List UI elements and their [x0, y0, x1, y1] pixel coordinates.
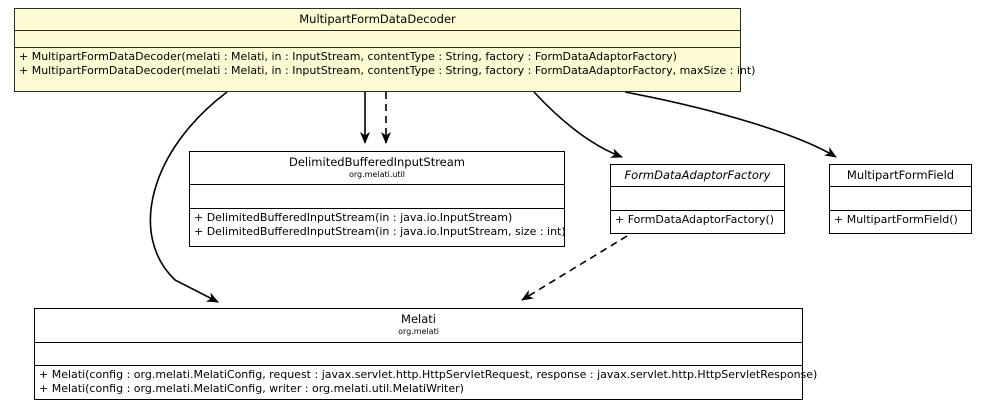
class-operation: + Melati(config : org.melati.MelatiConfi… [39, 368, 818, 381]
class-name: MultipartFormDataDecoder [299, 12, 456, 26]
class-header: Melati org.melati [35, 309, 802, 343]
class-box-multipart-form-data-decoder[interactable]: MultipartFormDataDecoder + MultipartForm… [14, 8, 756, 92]
class-header: FormDataAdaptorFactory [611, 165, 784, 187]
class-operations-compartment: + MultipartFormDataDecoder(melati : Mela… [15, 48, 756, 81]
class-box-melati[interactable]: Melati org.melati + Melati(config : org.… [34, 308, 818, 400]
class-operation: + Melati(config : org.melati.MelatiConfi… [39, 382, 464, 395]
class-operation: + DelimitedBufferedInputStream(in : java… [194, 225, 566, 238]
class-operation: + MultipartFormDataDecoder(melati : Mela… [19, 50, 677, 63]
class-operations-compartment: + FormDataAdaptorFactory() [611, 211, 784, 230]
edge-factory-to-melati-dashed [521, 235, 628, 301]
class-operation: + MultipartFormField() [834, 213, 958, 226]
class-attributes-compartment [35, 343, 802, 366]
edge-decoder-to-factory [533, 91, 623, 158]
class-name: FormDataAdaptorFactory [624, 168, 771, 182]
class-operation: + DelimitedBufferedInputStream(in : java… [194, 211, 513, 224]
class-operation: + MultipartFormDataDecoder(melati : Mela… [19, 64, 756, 77]
class-header: MultipartFormDataDecoder [15, 9, 740, 31]
class-attributes-compartment [190, 185, 564, 209]
class-package: org.melati.util [348, 170, 406, 179]
class-attributes-compartment [830, 187, 971, 211]
edge-decoder-to-formfield [624, 91, 837, 158]
class-box-form-data-adaptor-factory[interactable]: FormDataAdaptorFactory + FormDataAdaptor… [610, 164, 785, 234]
class-operation: + FormDataAdaptorFactory() [615, 213, 775, 226]
class-operations-compartment: + DelimitedBufferedInputStream(in : java… [190, 209, 566, 242]
class-box-multipart-form-field[interactable]: MultipartFormField + MultipartFormField(… [829, 164, 972, 234]
class-operations-compartment: + MultipartFormField() [830, 211, 971, 230]
edge-decoder-to-melati [149, 91, 228, 303]
class-operations-compartment: + Melati(config : org.melati.MelatiConfi… [35, 366, 818, 399]
class-header: DelimitedBufferedInputStream org.melati.… [190, 152, 564, 185]
class-name: DelimitedBufferedInputStream [288, 155, 465, 169]
class-header: MultipartFormField [830, 165, 971, 187]
class-attributes-compartment [611, 187, 784, 211]
class-package: org.melati [398, 327, 439, 336]
class-name: MultipartFormField [846, 168, 955, 182]
class-name: Melati [401, 312, 436, 326]
class-attributes-compartment [15, 31, 740, 48]
class-box-delimited-buffered-input-stream[interactable]: DelimitedBufferedInputStream org.melati.… [189, 151, 566, 247]
